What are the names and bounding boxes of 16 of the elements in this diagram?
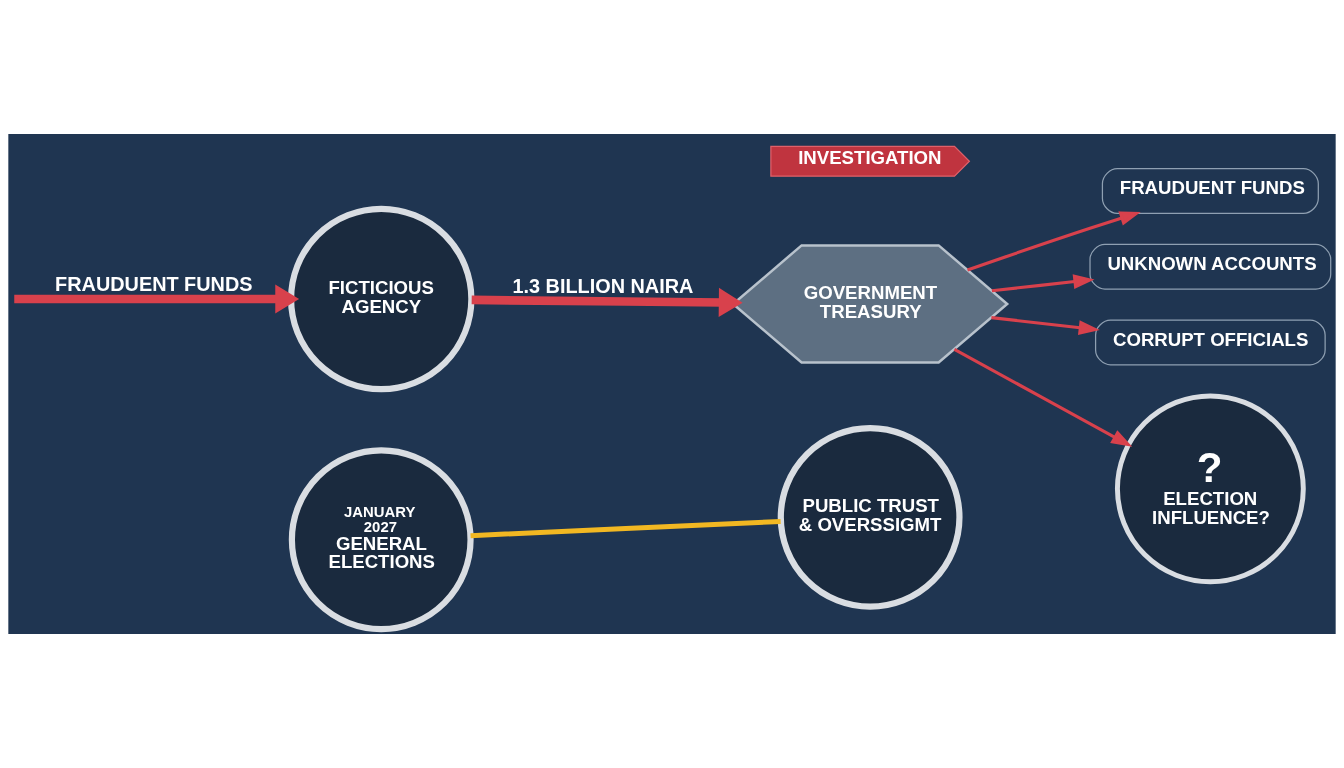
- arrow: [471, 287, 743, 318]
- arrow: [966, 211, 1141, 272]
- edge-label: 1.3 BILLION NAIRA: [512, 274, 694, 297]
- node-circle: FICTICIOUS AGENCY: [287, 205, 475, 393]
- node-box: FRAUDUENT FUNDS: [1101, 168, 1319, 214]
- connector: [470, 518, 781, 539]
- edge-label: FRAUDUENT FUNDS: [55, 273, 253, 296]
- arrow: [991, 274, 1095, 293]
- arrow: [991, 316, 1100, 335]
- node-circle: JANUARY 2027 GENERAL ELECTIONS: [288, 447, 474, 633]
- node-circle: ? ELECTION INFLUENCE?: [1114, 393, 1306, 585]
- arrow: [953, 348, 1133, 447]
- node-box: CORRUPT OFFICIALS: [1095, 319, 1326, 366]
- node-box: UNKNOWN ACCOUNTS: [1089, 243, 1332, 290]
- node-circle: PUBLIC TRUST & OVERSSIGMT: [777, 424, 963, 610]
- arrow: [14, 284, 300, 314]
